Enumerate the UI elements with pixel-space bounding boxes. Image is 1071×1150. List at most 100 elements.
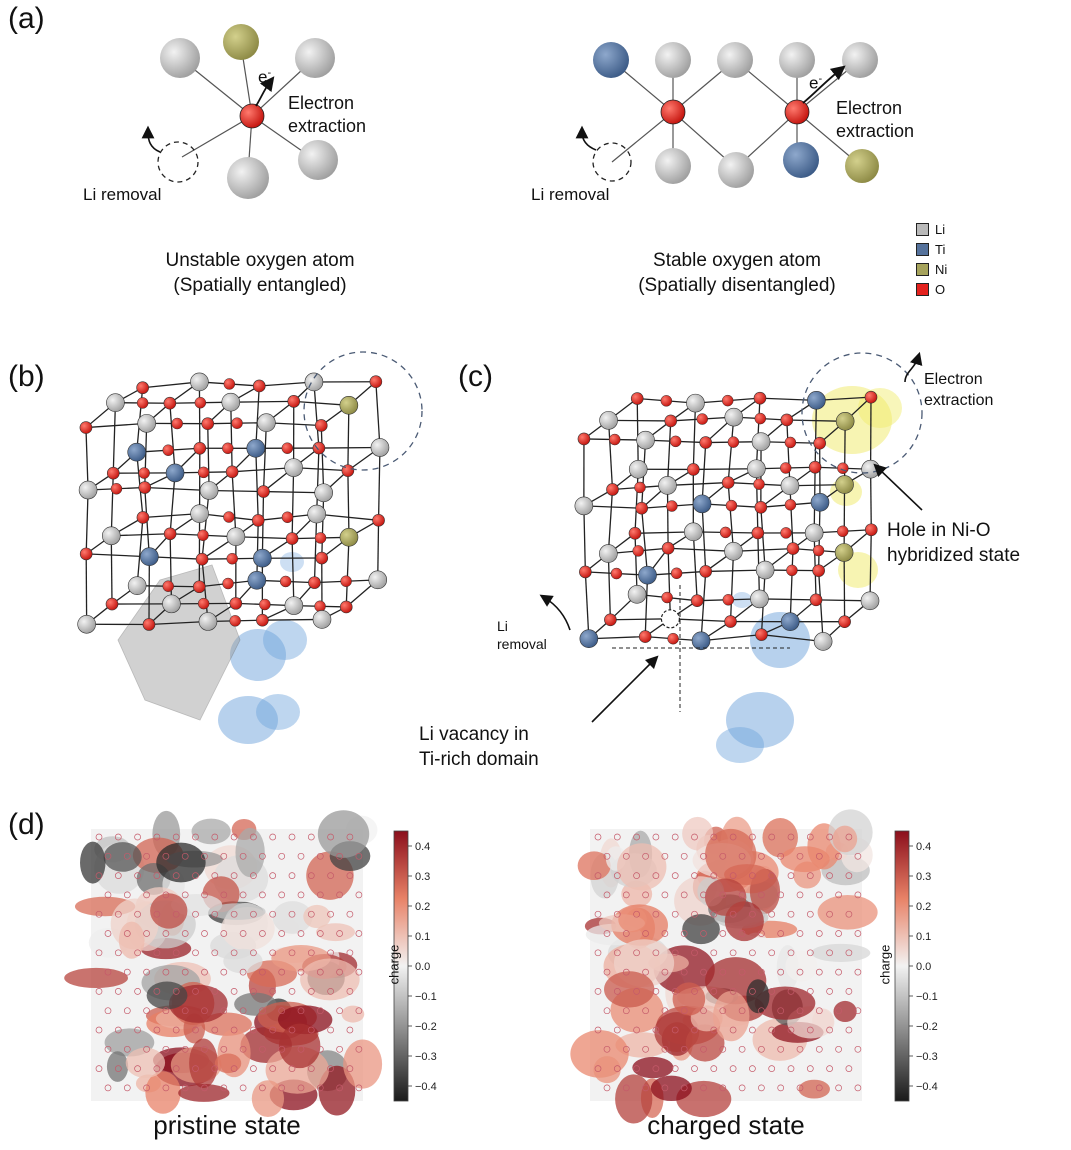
li-atom [717, 42, 753, 78]
site-marker [239, 1045, 247, 1053]
site-marker [845, 833, 853, 841]
o-atom [223, 378, 236, 390]
o-atom [79, 547, 93, 561]
electron-label-left: e- [258, 67, 272, 87]
site-marker [162, 1084, 170, 1092]
site-marker [854, 1007, 862, 1015]
site-markers [594, 833, 862, 1092]
o-atom [142, 618, 156, 631]
colorbar-tick-label: 0.2 [916, 901, 931, 913]
li-atom [127, 576, 147, 595]
o-atom [110, 483, 123, 495]
charge-region [223, 948, 263, 974]
site-marker [134, 872, 141, 879]
site-marker [758, 852, 765, 860]
charge-density-blob [726, 692, 794, 748]
site-marker [671, 1065, 679, 1072]
site-marker [719, 1084, 727, 1092]
charge-region [780, 846, 830, 873]
site-marker [835, 1007, 842, 1015]
panel-label-d: (d) [8, 808, 45, 841]
site-marker [278, 1084, 286, 1092]
site-marker [768, 910, 776, 918]
site-marker [297, 1007, 305, 1015]
site-marker [768, 833, 776, 841]
site-marker [104, 1045, 112, 1053]
hole-density-blob [858, 388, 902, 428]
site-marker [835, 1045, 842, 1053]
ni-atom [223, 24, 259, 60]
site-marker [826, 949, 833, 957]
o-atom [259, 598, 271, 611]
site-marker [806, 910, 814, 918]
site-marker [288, 910, 296, 918]
colorbar-pristine: 0.40.30.20.10.0−0.1−0.2−0.3−0.4 [393, 830, 437, 1102]
o-atom [753, 391, 767, 405]
o-atom [667, 632, 679, 645]
colorbar-tick-label: −0.2 [415, 1021, 437, 1033]
li-atom [747, 459, 766, 479]
site-marker [230, 1026, 238, 1034]
colorbar-tick-label: 0.1 [415, 931, 430, 943]
site-marker [661, 852, 669, 860]
site-marker [307, 1065, 315, 1072]
site-marker [749, 988, 756, 995]
site-marker [710, 833, 718, 841]
charge-region [704, 878, 747, 916]
site-marker [172, 949, 180, 957]
site-marker [729, 833, 737, 841]
site-marker [114, 910, 122, 918]
li-atom [257, 413, 276, 433]
site-marker [622, 968, 630, 976]
site-marker [307, 949, 315, 957]
o-atom [755, 628, 768, 641]
site-marker [143, 930, 150, 937]
site-marker [162, 891, 170, 899]
site-marker [826, 872, 833, 879]
site-marker [845, 872, 853, 879]
site-marker [123, 891, 131, 899]
site-marker [327, 988, 334, 995]
o-atom [661, 541, 675, 555]
site-marker [680, 891, 688, 899]
li-atom [655, 148, 691, 184]
li-atom [842, 42, 878, 78]
site-marker [346, 833, 354, 841]
li-atom [718, 152, 754, 188]
site-marker [613, 988, 621, 995]
ti-atom [692, 494, 712, 514]
o-atom [314, 532, 327, 544]
o-atom [201, 417, 215, 430]
site-marker [633, 872, 640, 879]
li-atom [298, 140, 338, 180]
ni-atom [845, 149, 879, 183]
ti-atom [638, 565, 657, 585]
o-atom [281, 442, 294, 454]
o-atom [812, 564, 825, 577]
li-atom [861, 459, 880, 479]
site-marker [336, 891, 343, 899]
site-marker [104, 1084, 112, 1092]
charge-region [798, 1079, 830, 1099]
ni-atom [834, 543, 854, 562]
site-marker [796, 852, 804, 860]
charge-region [724, 864, 770, 885]
charge-blobs [64, 810, 383, 1118]
site-marker [211, 949, 219, 957]
site-marker [316, 852, 324, 860]
o-atom [79, 421, 93, 434]
site-marker [854, 968, 862, 976]
o-atom [780, 527, 792, 539]
li-atom [813, 632, 833, 651]
site-marker [123, 852, 131, 860]
site-marker [192, 910, 199, 918]
site-marker [738, 891, 746, 899]
site-marker [680, 1084, 688, 1092]
site-marker [355, 1007, 363, 1015]
site-marker [719, 891, 727, 899]
site-marker [671, 910, 679, 918]
li-atom [221, 392, 241, 412]
charge-region [682, 914, 720, 945]
li-atom [190, 504, 209, 523]
